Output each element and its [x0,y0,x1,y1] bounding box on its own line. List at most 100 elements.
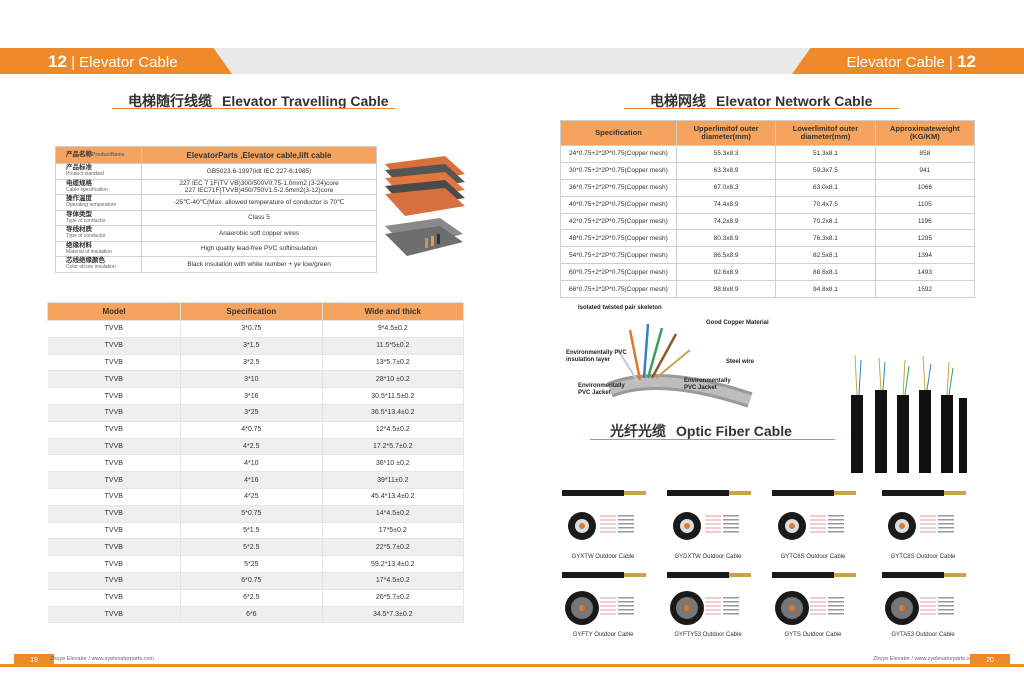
table-cell: 5*25 [180,555,323,573]
spec-value: ElevatorParts ,Elevator cable,lift cable [141,146,377,164]
table-cell: 76.3x8.1 [775,229,876,248]
table-cell: 98.8x8.9 [675,280,777,299]
table-cell: 36*10 ±0.2 [322,454,465,473]
table-cell: 5*0.75 [180,505,323,523]
table-cell: 5*1.5 [180,522,323,540]
header-right-number: 12 [957,52,976,71]
header-left-number: 12 [48,52,67,71]
table-cell: TVVB [47,454,182,473]
table-cell: 1196 [874,212,976,231]
table-cell: 12*4.5±0.2 [322,421,465,439]
table-cell: 14*4.5±0.2 [322,505,465,523]
table-cell: 26*5.7±0.2 [322,589,465,607]
optic-cable-caption: GYTC8S Outdoor Cable [780,554,846,560]
models-column-header: Specification [180,302,323,321]
table-cell: TVVB [47,387,182,405]
table-cell: 1394 [874,246,976,265]
table-cell: TVVB [47,589,182,607]
table-cell: 30.5*11.5±0.2 [322,387,465,405]
label-steel-wire: Steel wire [726,359,755,365]
table-cell: 88.6x8.1 [775,263,876,282]
network-cable-diagram [607,323,753,408]
spec-key-en: Type of conductor [66,217,106,224]
table-cell: 63.3x8.9 [675,161,777,180]
table-cell: 67.0x8.3 [675,178,777,197]
network-title-cn: 电梯网线 [650,93,706,109]
table-cell: 40*0.75+2*2P*0.75(Copper mesh) [560,195,677,214]
spec-value: High quality lead-free PVC softinsulatio… [141,240,377,257]
table-cell: 3*25 [180,404,323,422]
table-cell: 74.2x8.9 [675,212,777,231]
footer-page-left: 19 [14,654,54,667]
table-cell: TVVB [47,488,182,506]
flat-cable-grey [385,218,463,256]
optic-cable-thumbnail [772,572,856,625]
table-cell: 3*0.75 [180,320,323,338]
table-cell: 3*10 [180,370,323,389]
table-cell: 54*0.75+2*2P*0.75(Copper mesh) [560,246,677,265]
table-cell: 55.3x8.3 [675,145,777,163]
label-jacket-1: Environmentally PVC Jacket [578,383,625,396]
table-cell: 1493 [874,263,976,282]
table-cell: 3*2.5 [180,354,323,372]
header-left-title: Elevator Cable [79,54,178,71]
spec-key-cn: 操作温度 [66,195,92,203]
table-cell: 941 [874,161,976,180]
table-cell: 51.3x8.1 [775,145,876,163]
label-jacket-2: Environmentally PVC Jacket [684,378,731,391]
spec-key-cn: 导线材质 [66,226,92,234]
table-cell: 1592 [874,280,976,299]
table-cell: 94.8x8.1 [775,280,876,299]
table-cell: TVVB [47,320,182,338]
travelling-title-en: Elevator Travelling Cable [222,93,389,109]
optic-cable-thumbnail [667,572,751,625]
table-cell: 70.4x7.5 [775,195,876,214]
table-cell: 9*4.5±0.2 [322,320,465,338]
table-cell: 6*2.5 [180,589,323,607]
footer-page-right: 20 [970,654,1010,667]
spec-key-cn: 绝缘材料 [66,241,92,249]
table-cell: 70.2x8.1 [775,212,876,231]
network-column-header: Specification [560,120,677,146]
spec-value: Anaerobic soft copper wires [141,225,377,242]
table-cell: 86.5x8.9 [675,246,777,265]
table-cell: 4*16 [180,471,323,489]
footer-text-right: Zhuye Elevator / www.zyelevatorparts.com [873,656,977,662]
table-cell: 36.5*13.4±0.2 [322,404,465,422]
table-cell: 1295 [874,229,976,248]
flat-cable-image [385,156,465,256]
table-cell: 4*0.75 [180,421,323,439]
table-cell: 30*0.75+2*2P*0.75(Copper mesh) [560,161,677,180]
table-cell: 42*0.75+2*2P*0.75(Copper mesh) [560,212,677,231]
table-cell: 6*0.75 [180,572,323,590]
table-cell: 60*0.75+2*2P*0.75(Copper mesh) [560,263,677,282]
spec-value: GB5023.6-1997(idt IEC 227-6:1985) [141,163,377,180]
table-cell: 858 [874,145,976,163]
table-cell: 17*5±0.2 [322,522,465,540]
table-cell: 4*2.5 [180,438,323,456]
table-cell: 45.4*13.4±0.2 [322,488,465,506]
table-cell: 80.3x8.9 [675,229,777,248]
label-pvc-layer: Environmentally PVC insulation layer [566,350,627,363]
